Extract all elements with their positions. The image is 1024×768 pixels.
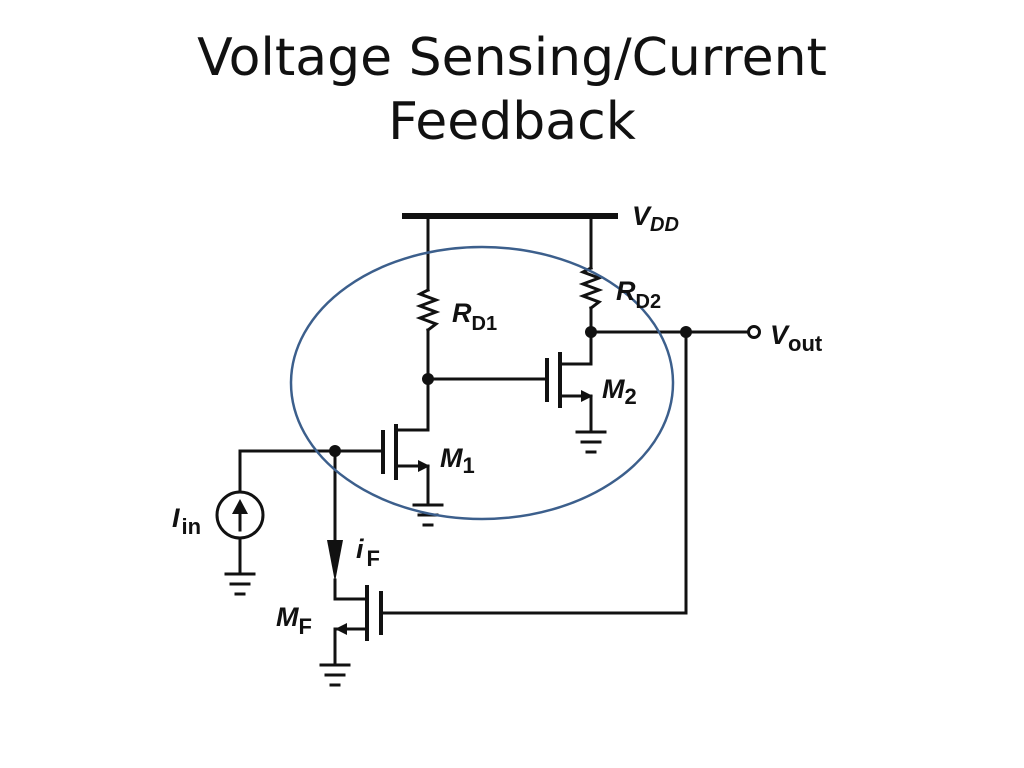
highlight-ellipse <box>289 245 675 521</box>
rd1-resistor <box>415 287 441 333</box>
output-terminal <box>747 325 761 339</box>
m1-label: M1 <box>440 443 475 478</box>
rd1-label: RD1 <box>452 298 497 335</box>
mf-source-arrow <box>335 623 347 635</box>
node-m2-gate-junction <box>422 373 434 385</box>
m2-ground <box>575 430 607 454</box>
slide-title-line-1: Voltage Sensing/Current <box>197 28 827 88</box>
m1-source-arrow <box>418 460 430 472</box>
m2-label: M2 <box>602 374 637 409</box>
rd2-resistor <box>578 265 604 311</box>
current-source <box>215 490 265 540</box>
mf-label: MF <box>276 602 312 639</box>
m2-source-arrow <box>581 390 593 402</box>
if-current-arrow <box>327 540 343 582</box>
slide-title: Voltage Sensing/Current Feedback <box>0 26 1024 154</box>
mf-ground <box>319 663 351 687</box>
source-ground <box>224 572 256 596</box>
rd2-label: RD2 <box>616 276 661 313</box>
input-node-wires <box>238 449 385 601</box>
iin-label: Iin <box>172 503 201 539</box>
vout-label: Vout <box>770 320 823 356</box>
node-vout-drain-junction <box>585 326 597 338</box>
current-source-arrowhead <box>232 499 248 514</box>
node-feedback-junction <box>680 326 692 338</box>
node-input-junction <box>329 445 341 457</box>
feedback-wire <box>379 330 688 615</box>
mf-transistor <box>333 585 383 667</box>
slide-title-line-2: Feedback <box>388 92 636 152</box>
vdd-label: VDD <box>632 201 679 236</box>
m1-transistor <box>381 406 430 507</box>
